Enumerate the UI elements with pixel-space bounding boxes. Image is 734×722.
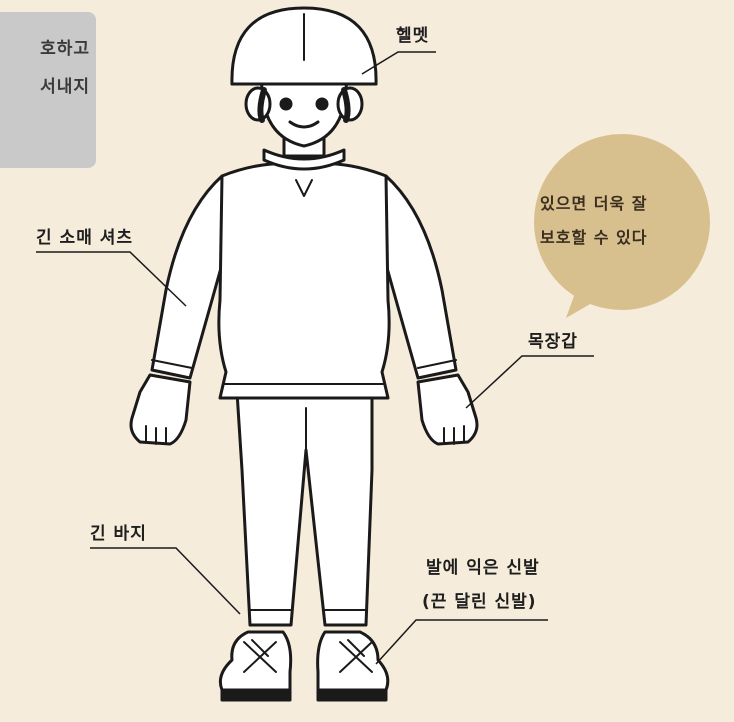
pants-leader <box>90 547 241 615</box>
shirt <box>217 161 391 400</box>
helmet-leader <box>361 51 436 75</box>
left-sleeve <box>150 174 228 380</box>
note-box: 호하고 서내지 <box>0 12 96 168</box>
bubble-text-line2: 보호할 수 있다 <box>540 228 648 247</box>
shoes-label-line2: (끈 달린 신발) <box>422 592 537 612</box>
shoes-label-line1: 발에 익은 신발 <box>426 558 540 578</box>
right-glove <box>416 373 479 446</box>
pants-label: 긴 바지 <box>90 524 147 544</box>
bubble-text-line1: 있으면 더욱 잘 <box>540 194 648 213</box>
speech-bubble <box>534 134 710 318</box>
note-line-1: 호하고 <box>40 39 90 59</box>
pants <box>235 390 374 627</box>
gloves-label: 목장갑 <box>528 332 578 352</box>
shirt-label: 긴 소매 셔츠 <box>36 228 134 248</box>
right-sleeve <box>380 174 458 380</box>
gloves-leader <box>465 355 594 409</box>
note-line-2: 서내지 <box>40 77 90 97</box>
helmet-label: 헬멧 <box>396 26 430 46</box>
shoes-leader <box>375 619 548 665</box>
shirt-leader <box>36 251 187 307</box>
left-glove <box>129 373 192 446</box>
